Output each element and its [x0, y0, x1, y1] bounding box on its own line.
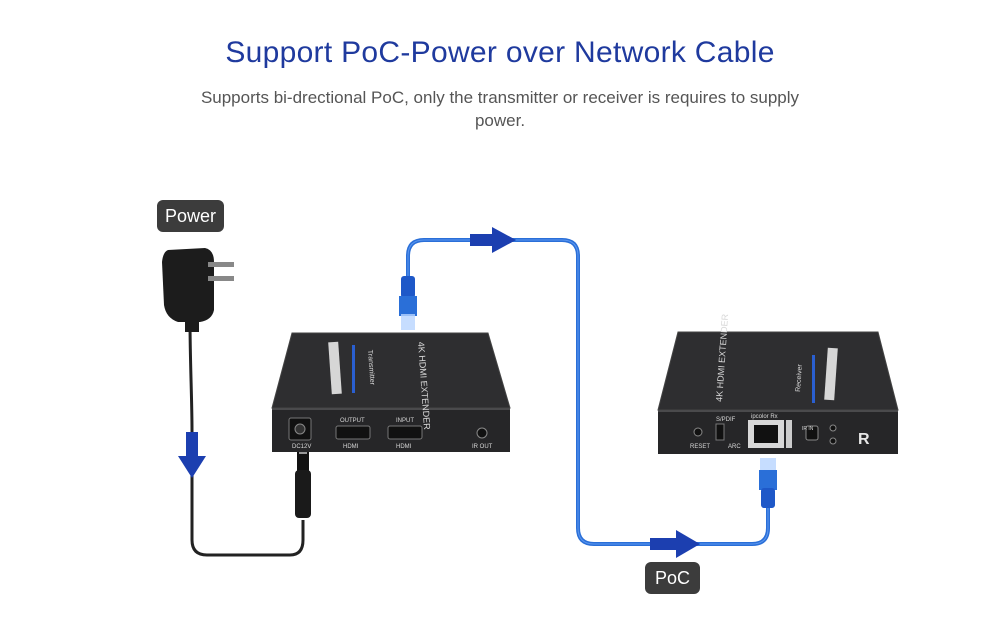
receiver-reset-label: RESET — [690, 444, 710, 450]
receiver-spdif-label: S/PDIF — [716, 417, 736, 423]
receiver-arc-label: ARC — [728, 444, 741, 450]
transmitter-dc-label: DC12V — [292, 444, 311, 450]
flow-arrow-icon — [470, 227, 516, 253]
flow-arrow-icon — [650, 530, 700, 558]
power-tag: Power — [157, 200, 225, 232]
receiver-device — [657, 331, 899, 454]
transmitter-input-hdmi-label: HDMI — [396, 444, 412, 450]
receiver-role: Receiver — [795, 363, 804, 392]
receiver-logo: R — [858, 431, 870, 448]
poc-tag: PoC — [645, 562, 701, 594]
transmitter-role: Transmitter — [366, 350, 375, 386]
transmitter-output-label: OUTPUT — [340, 418, 365, 424]
dc-plug-icon — [295, 445, 311, 518]
rj45-connector-icon — [399, 276, 417, 330]
receiver-lan-label: ipcolor Rx — [751, 414, 778, 420]
transmitter-output-hdmi-label: HDMI — [343, 444, 359, 450]
receiver-ir-label: IR IN — [802, 426, 814, 432]
page-subtitle: Supports bi-drectional PoC, only the tra… — [200, 88, 800, 130]
transmitter-device — [271, 332, 511, 452]
transmitter-ir-label: IR OUT — [472, 444, 493, 450]
power-cord — [188, 319, 305, 557]
power-adapter-icon — [162, 248, 234, 332]
page-title: Support PoC-Power over Network Cable — [225, 36, 775, 69]
transmitter-input-label: INPUT — [396, 418, 414, 424]
flow-arrow-icon — [178, 432, 206, 478]
rj45-connector-icon — [759, 458, 777, 508]
